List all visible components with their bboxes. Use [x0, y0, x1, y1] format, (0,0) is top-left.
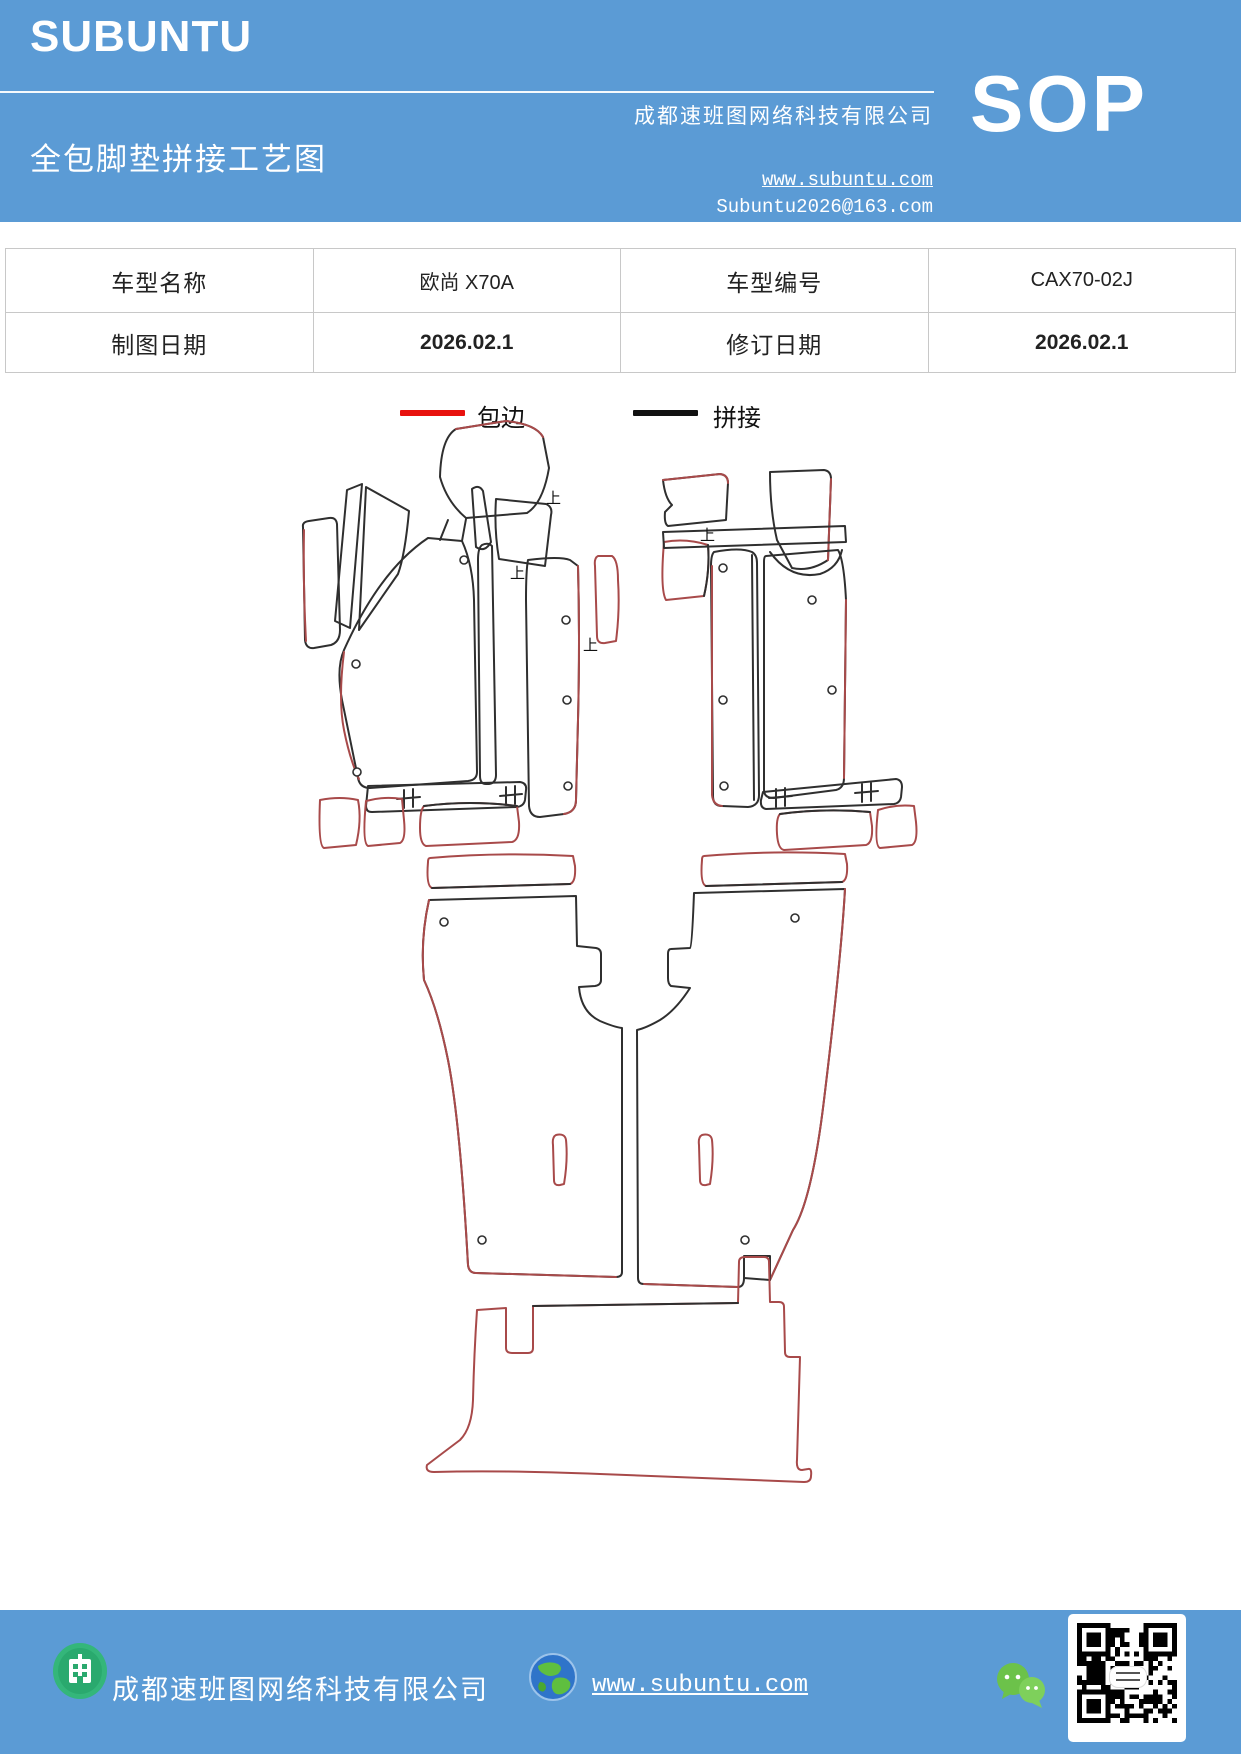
cell-model-code-label: 车型编号 [620, 248, 929, 313]
cell-draw-date-value: 2026.02.1 [312, 312, 621, 373]
cell-revise-date-value: 2026.02.1 [927, 312, 1236, 373]
footer-website-link[interactable]: www.subuntu.com [592, 1672, 809, 1699]
cell-model-name-label: 车型名称 [5, 248, 314, 313]
front-right-mat-group: 上 上 [583, 469, 918, 851]
header-divider-line [0, 91, 934, 93]
building-icon [53, 1643, 107, 1699]
wechat-icon [997, 1663, 1045, 1708]
header-band: SUBUNTU 成都速班图网络科技有限公司 全包脚垫拼接工艺图 SOP www.… [0, 0, 1241, 222]
sop-badge: SOP [970, 59, 1148, 148]
orientation-mark: 上 [700, 527, 715, 544]
front-left-mat-group: 上 上 [301, 420, 580, 849]
legend-edging-swatch [400, 410, 465, 416]
header-email: Subuntu2026@163.com [716, 196, 933, 218]
legend-splice-swatch [633, 410, 698, 416]
legend-edging-label: 包边 [477, 406, 525, 432]
header-website-link[interactable]: www.subuntu.com [761, 169, 933, 191]
table-row: 制图日期 2026.02.1 修订日期 2026.02.1 [5, 312, 1236, 373]
cell-draw-date-label: 制图日期 [5, 312, 314, 373]
page-title: 全包脚垫拼接工艺图 [30, 142, 327, 177]
orientation-mark: 上 [546, 490, 561, 507]
qr-center-logo [1109, 1666, 1147, 1688]
brand-logo: SUBUNTU [30, 12, 253, 61]
trunk-mat-group [425, 1256, 813, 1483]
rear-left-mat-group [421, 853, 623, 1278]
table-row: 车型名称 欧尚 X70A 车型编号 CAX70-02J [5, 248, 1236, 313]
cell-revise-date-label: 修订日期 [620, 312, 929, 373]
qr-code [1068, 1614, 1186, 1742]
vehicle-info-table: 车型名称 欧尚 X70A 车型编号 CAX70-02J 制图日期 2026.02… [5, 248, 1236, 373]
legend: 包边 拼接 [0, 398, 1241, 438]
orientation-mark: 上 [583, 637, 598, 654]
globe-icon [529, 1653, 577, 1701]
header-company-name: 成都速班图网络科技有限公司 [634, 104, 933, 128]
orientation-mark: 上 [510, 565, 525, 582]
cell-model-name-value: 欧尚 X70A [312, 248, 621, 313]
legend-splice-label: 拼接 [713, 406, 761, 432]
rear-right-mat-group [636, 851, 849, 1288]
cell-model-code-value: CAX70-02J [927, 248, 1236, 313]
footer-company-name: 成都速班图网络科技有限公司 [112, 1675, 489, 1705]
